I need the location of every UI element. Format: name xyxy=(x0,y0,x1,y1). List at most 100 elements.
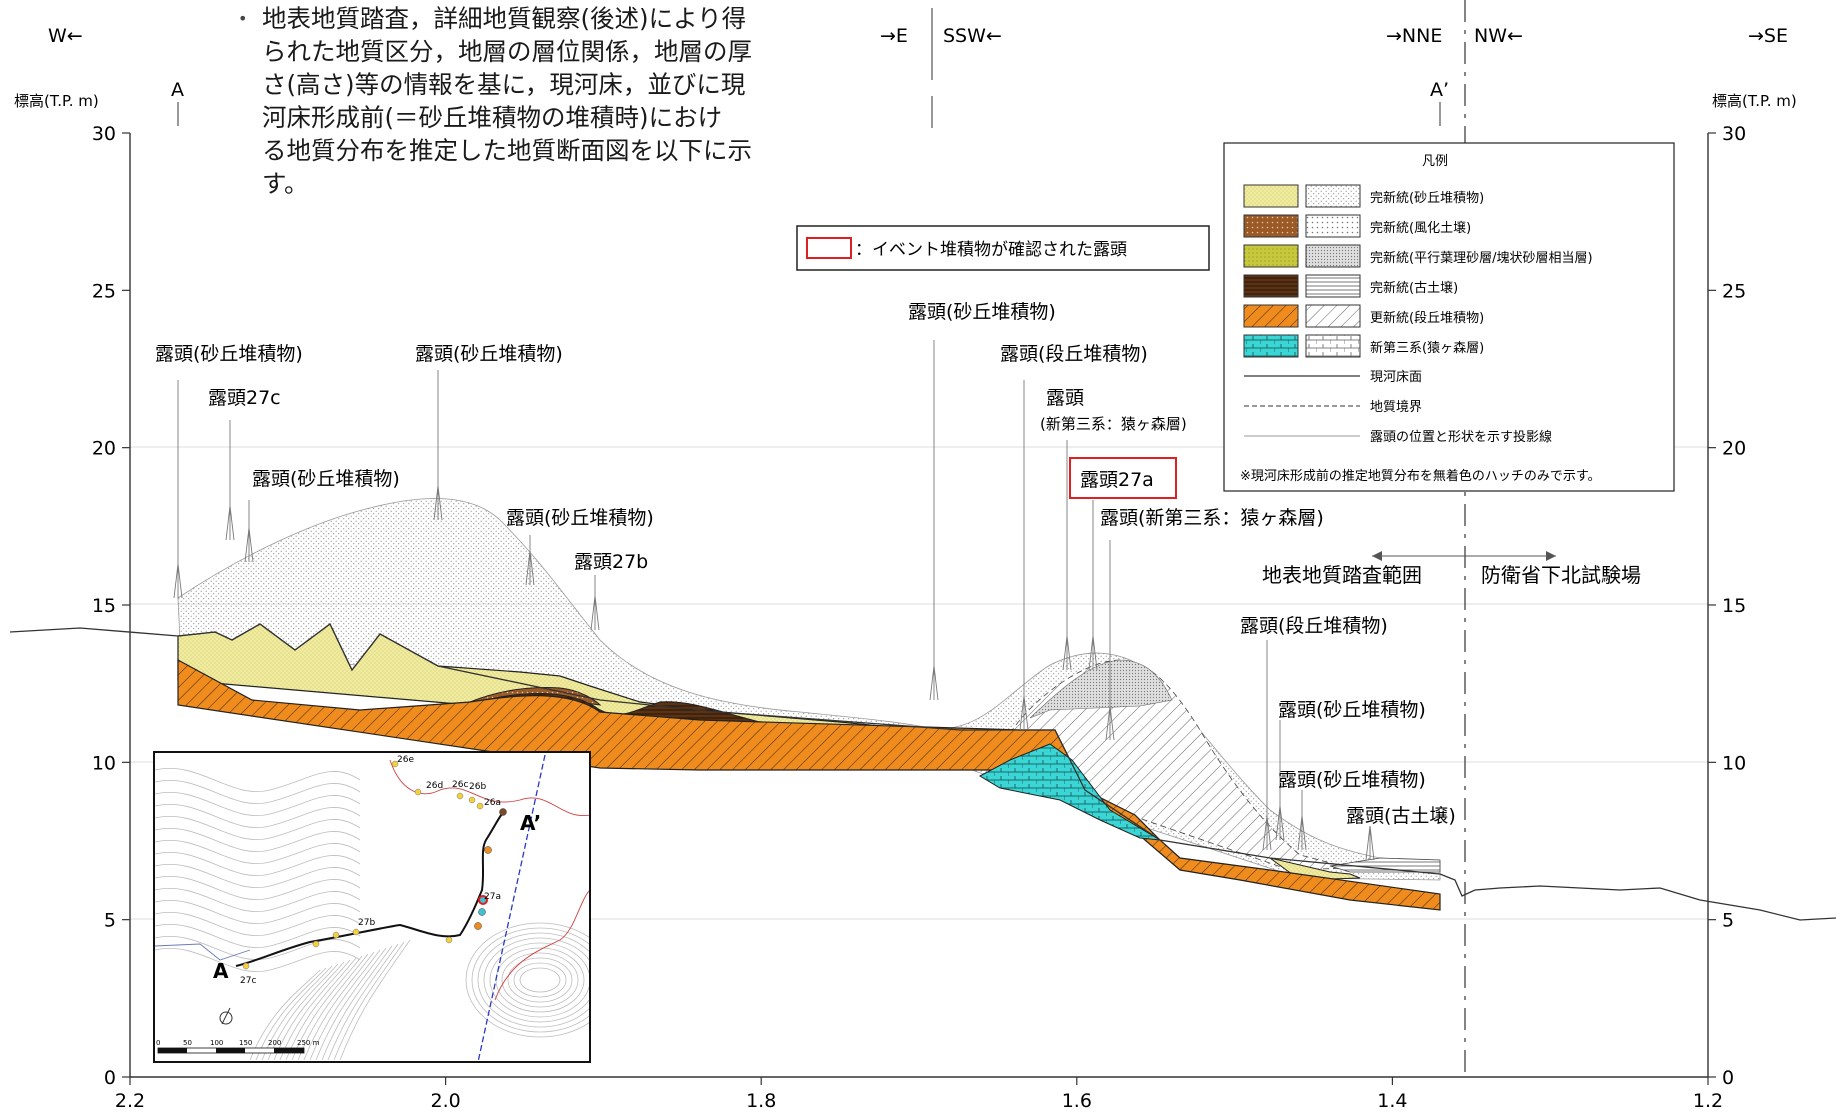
inset-label-27a: 27a xyxy=(484,892,501,902)
inset-contour xyxy=(155,936,361,960)
projection-outline xyxy=(525,550,535,586)
note-line: られた地質区分，地層の層位関係，地層の厚 xyxy=(262,37,752,66)
event-deposit-legend: ：イベント堆積物が確認された露頭 xyxy=(796,225,1210,271)
outcrop-labels: 露頭(砂丘堆積物) 露頭27c 露頭(砂丘堆積物) 露頭(砂丘堆積物) 露頭(砂… xyxy=(155,301,1456,827)
direction-nw: NW← xyxy=(1474,25,1523,47)
legend-item-riverbed: 現河床面 xyxy=(1370,370,1422,385)
y-tick-label: 5 xyxy=(1722,910,1734,932)
inset-contour xyxy=(489,942,589,1018)
event-swatch xyxy=(806,237,852,259)
legend-swatch-dune xyxy=(1243,184,1299,208)
projection-outline xyxy=(1088,635,1098,671)
y-tick-label: 15 xyxy=(92,595,116,617)
direction-se: →SE xyxy=(1748,25,1788,47)
inset-contour xyxy=(477,932,589,1028)
legend-item-boundary: 地質境界 xyxy=(1370,400,1422,415)
inset-contour xyxy=(483,937,589,1023)
inset-label-26d: 26d xyxy=(426,781,443,791)
inset-contour xyxy=(249,969,321,1061)
y-tick-label: 0 xyxy=(104,1067,116,1089)
direction-ssw: SSW← xyxy=(943,25,1002,47)
inset-contour xyxy=(155,852,361,876)
inset-scale-labels: 0 50 100 150 200 250 m xyxy=(156,1039,320,1047)
inset-contour xyxy=(255,967,327,1061)
inset-contour xyxy=(155,816,361,840)
inset-contour xyxy=(303,951,375,1061)
projection-outline xyxy=(173,563,183,599)
inset-scale-label: 0 xyxy=(156,1039,160,1047)
inset-scale-label: 200 xyxy=(268,1039,281,1047)
outcrop-terrace-2: 露頭(段丘堆積物) xyxy=(1240,615,1388,637)
inset-section-trace xyxy=(235,809,506,967)
estimated-terrace-body xyxy=(1009,659,1351,871)
y-tick-label: 0 xyxy=(1722,1067,1734,1089)
legend-item-terrace: 更新統(段丘堆積物) xyxy=(1370,310,1484,326)
y-tick-label: 10 xyxy=(92,752,116,774)
projection-lines xyxy=(173,340,1375,861)
legend-item-projection: 露頭の位置と形状を示す投影線 xyxy=(1370,429,1552,445)
inset-contour xyxy=(155,876,361,900)
y-tick-label: 30 xyxy=(92,123,116,145)
inset-boundary-red xyxy=(389,759,589,816)
note-line: る地質分布を推定した地質断面図を以下に示 xyxy=(262,136,752,165)
outcrop-neogene-1b: (新第三系：猿ヶ森層) xyxy=(1040,415,1187,433)
legend-swatch-parallel-w xyxy=(1305,244,1361,268)
inset-mark-a: A xyxy=(213,959,229,983)
y-tick-label: 20 xyxy=(92,438,116,460)
outcrop-terrace-1: 露頭(段丘堆積物) xyxy=(1000,343,1148,365)
inset-contour xyxy=(261,965,333,1061)
inset-contour xyxy=(155,888,361,912)
note-line: す。 xyxy=(262,169,309,198)
x-tick-label: 1.2 xyxy=(1693,1090,1723,1111)
legend-swatch-weathered xyxy=(1243,214,1299,238)
inset-contour xyxy=(155,864,361,888)
inset-label-26a: 26a xyxy=(484,798,501,808)
inset-contour xyxy=(155,768,361,792)
estimated-weathered-band xyxy=(1029,659,1173,719)
inset-contour xyxy=(465,922,589,1038)
note-line: 河床形成前(＝砂丘堆積物の堆積時)におけ xyxy=(262,103,723,132)
inset-contour xyxy=(315,947,387,1061)
inset-contour xyxy=(155,900,361,924)
description-note: • 地表地質踏査，詳細地質観察(後述)により得 られた地質区分，地層の層位関係，… xyxy=(238,2,822,200)
legend-swatch-paleosol xyxy=(1243,274,1299,298)
projection-outline xyxy=(1275,805,1285,841)
y-axis-label-left: 標高(T.P. m) xyxy=(14,92,99,110)
x-tick-label: 1.6 xyxy=(1062,1090,1092,1111)
section-mark-a: A xyxy=(171,79,184,101)
y-tick-label: 30 xyxy=(1722,123,1746,145)
inset-boundary-red-2 xyxy=(494,890,589,1001)
x-tick-label: 2.0 xyxy=(430,1090,460,1111)
inset-contour xyxy=(155,912,361,936)
projection-outline xyxy=(1365,825,1375,861)
inset-point-labels: 26e 26d 26c 26b 26a 27a 27b 27c xyxy=(240,755,501,986)
inset-label-26c: 26c xyxy=(452,780,468,790)
current-riverbed-line xyxy=(9,623,1836,921)
inset-contour xyxy=(155,828,361,852)
x-tick-label: 1.8 xyxy=(746,1090,776,1111)
outcrop-27b: 露頭27b xyxy=(574,551,648,573)
inset-contour xyxy=(339,939,411,1061)
legend-item-parallel: 完新統(平行葉理砂層/塊状砂層相当層) xyxy=(1370,250,1593,266)
inset-contour xyxy=(507,957,573,1003)
legend-swatch-neogene-w xyxy=(1305,334,1361,358)
legend-swatch-paleosol-w xyxy=(1305,274,1361,298)
range-indicator: 地表地質踏査範囲 防衛省下北試験場 xyxy=(1262,551,1641,587)
outcrop-27a-frame xyxy=(1069,457,1177,499)
event-label: ：イベント堆積物が確認された露頭 xyxy=(855,240,1127,260)
projection-outline xyxy=(244,527,254,563)
y-tick-label: 10 xyxy=(1722,752,1746,774)
inset-contour xyxy=(155,840,361,864)
inset-label-27c: 27c xyxy=(240,976,256,986)
inset-north-arrow xyxy=(219,1007,233,1025)
inset-label-27b: 27b xyxy=(358,918,375,928)
inset-contour xyxy=(321,945,393,1061)
inset-river xyxy=(155,943,251,961)
inset-contour xyxy=(279,959,351,1061)
outcrop-dune-1: 露頭(砂丘堆積物) xyxy=(155,343,303,365)
projection-outline xyxy=(1262,815,1272,851)
legend-swatch-neogene xyxy=(1243,334,1299,358)
x-tick-label: 2.2 xyxy=(115,1090,145,1111)
outcrop-paleosol: 露頭(古土壌) xyxy=(1346,805,1456,827)
inset-label-26b: 26b xyxy=(469,782,486,792)
